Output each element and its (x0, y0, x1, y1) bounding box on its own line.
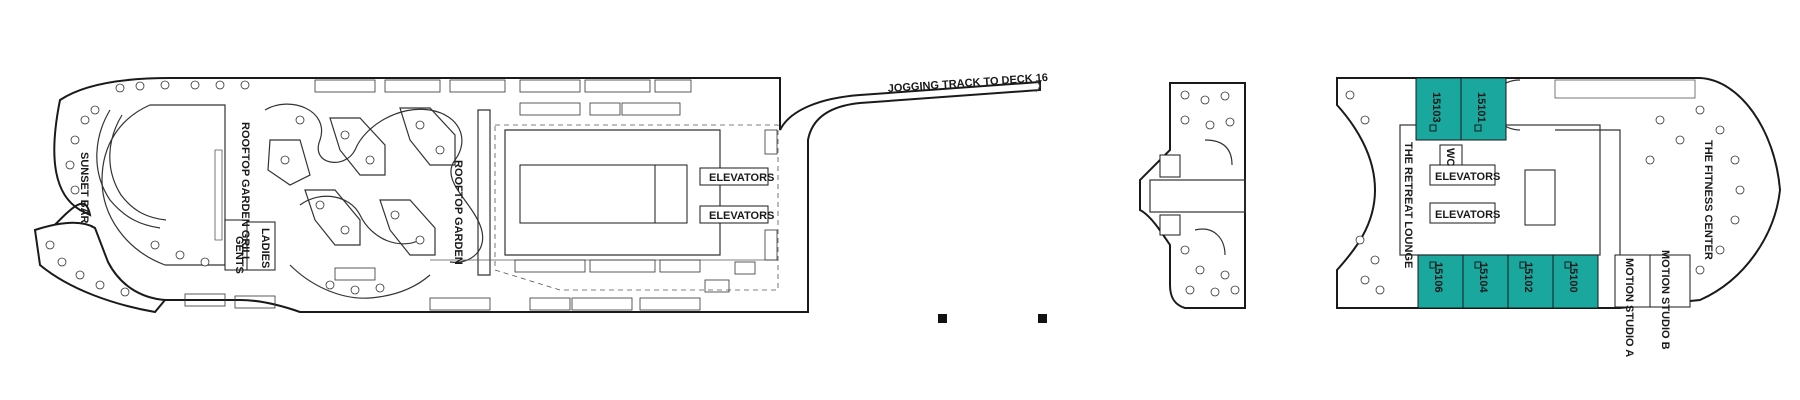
cabin-15101[interactable] (1460, 77, 1507, 141)
sunset-bar-label: SUNSET BAR (78, 152, 90, 224)
motion-studio-a-label: MOTION STUDIO A (1623, 258, 1635, 357)
fitness-center-label: THE FITNESS CENTER (1702, 140, 1714, 260)
elevators-label-3: ELEVATORS (1435, 171, 1500, 183)
cabin-15103[interactable] (1415, 77, 1462, 141)
cabin-icons (1429, 124, 1572, 269)
cabin-15106[interactable] (1417, 254, 1464, 309)
marker-square (938, 314, 947, 323)
rooftop-garden-grill-label: ROOFTOP GARDEN GRILL (239, 122, 251, 263)
marker-square (1038, 314, 1047, 323)
cabin-number: 15103 (1430, 92, 1442, 123)
rooftop-garden-label: ROOFTOP GARDEN (452, 160, 464, 265)
elevators-label-2: ELEVATORS (709, 210, 774, 222)
elevators-label-4: ELEVATORS (1435, 209, 1500, 221)
ladies-label: LADIES (259, 228, 271, 268)
cabin-15102[interactable] (1507, 254, 1554, 309)
furniture (45, 80, 445, 297)
motion-studio-b-label: MOTION STUDIO B (1659, 250, 1671, 350)
jogging-track-arrow (1035, 79, 1041, 93)
aft-section (33, 77, 1041, 314)
cabin-15104[interactable] (1462, 254, 1509, 309)
wc-label: WC (1444, 148, 1456, 166)
cabin-number: 15101 (1475, 92, 1487, 123)
cabin-15100[interactable] (1552, 254, 1599, 309)
cabin-block-top (1415, 77, 1507, 141)
cabin-block-bottom (1417, 254, 1599, 309)
gents-label: GENTS (233, 236, 245, 274)
lounger-rows (184, 79, 778, 311)
cabin-number: 15102 (1522, 262, 1534, 293)
midship-section (1139, 82, 1246, 309)
retreat-lounge-label: THE RETREAT LOUNGE (1402, 142, 1414, 268)
elevators-label-1: ELEVATORS (709, 172, 774, 184)
cabin-number: 15100 (1567, 262, 1579, 293)
cabin-number: 15104 (1477, 262, 1489, 293)
cabin-number: 15106 (1432, 262, 1444, 293)
